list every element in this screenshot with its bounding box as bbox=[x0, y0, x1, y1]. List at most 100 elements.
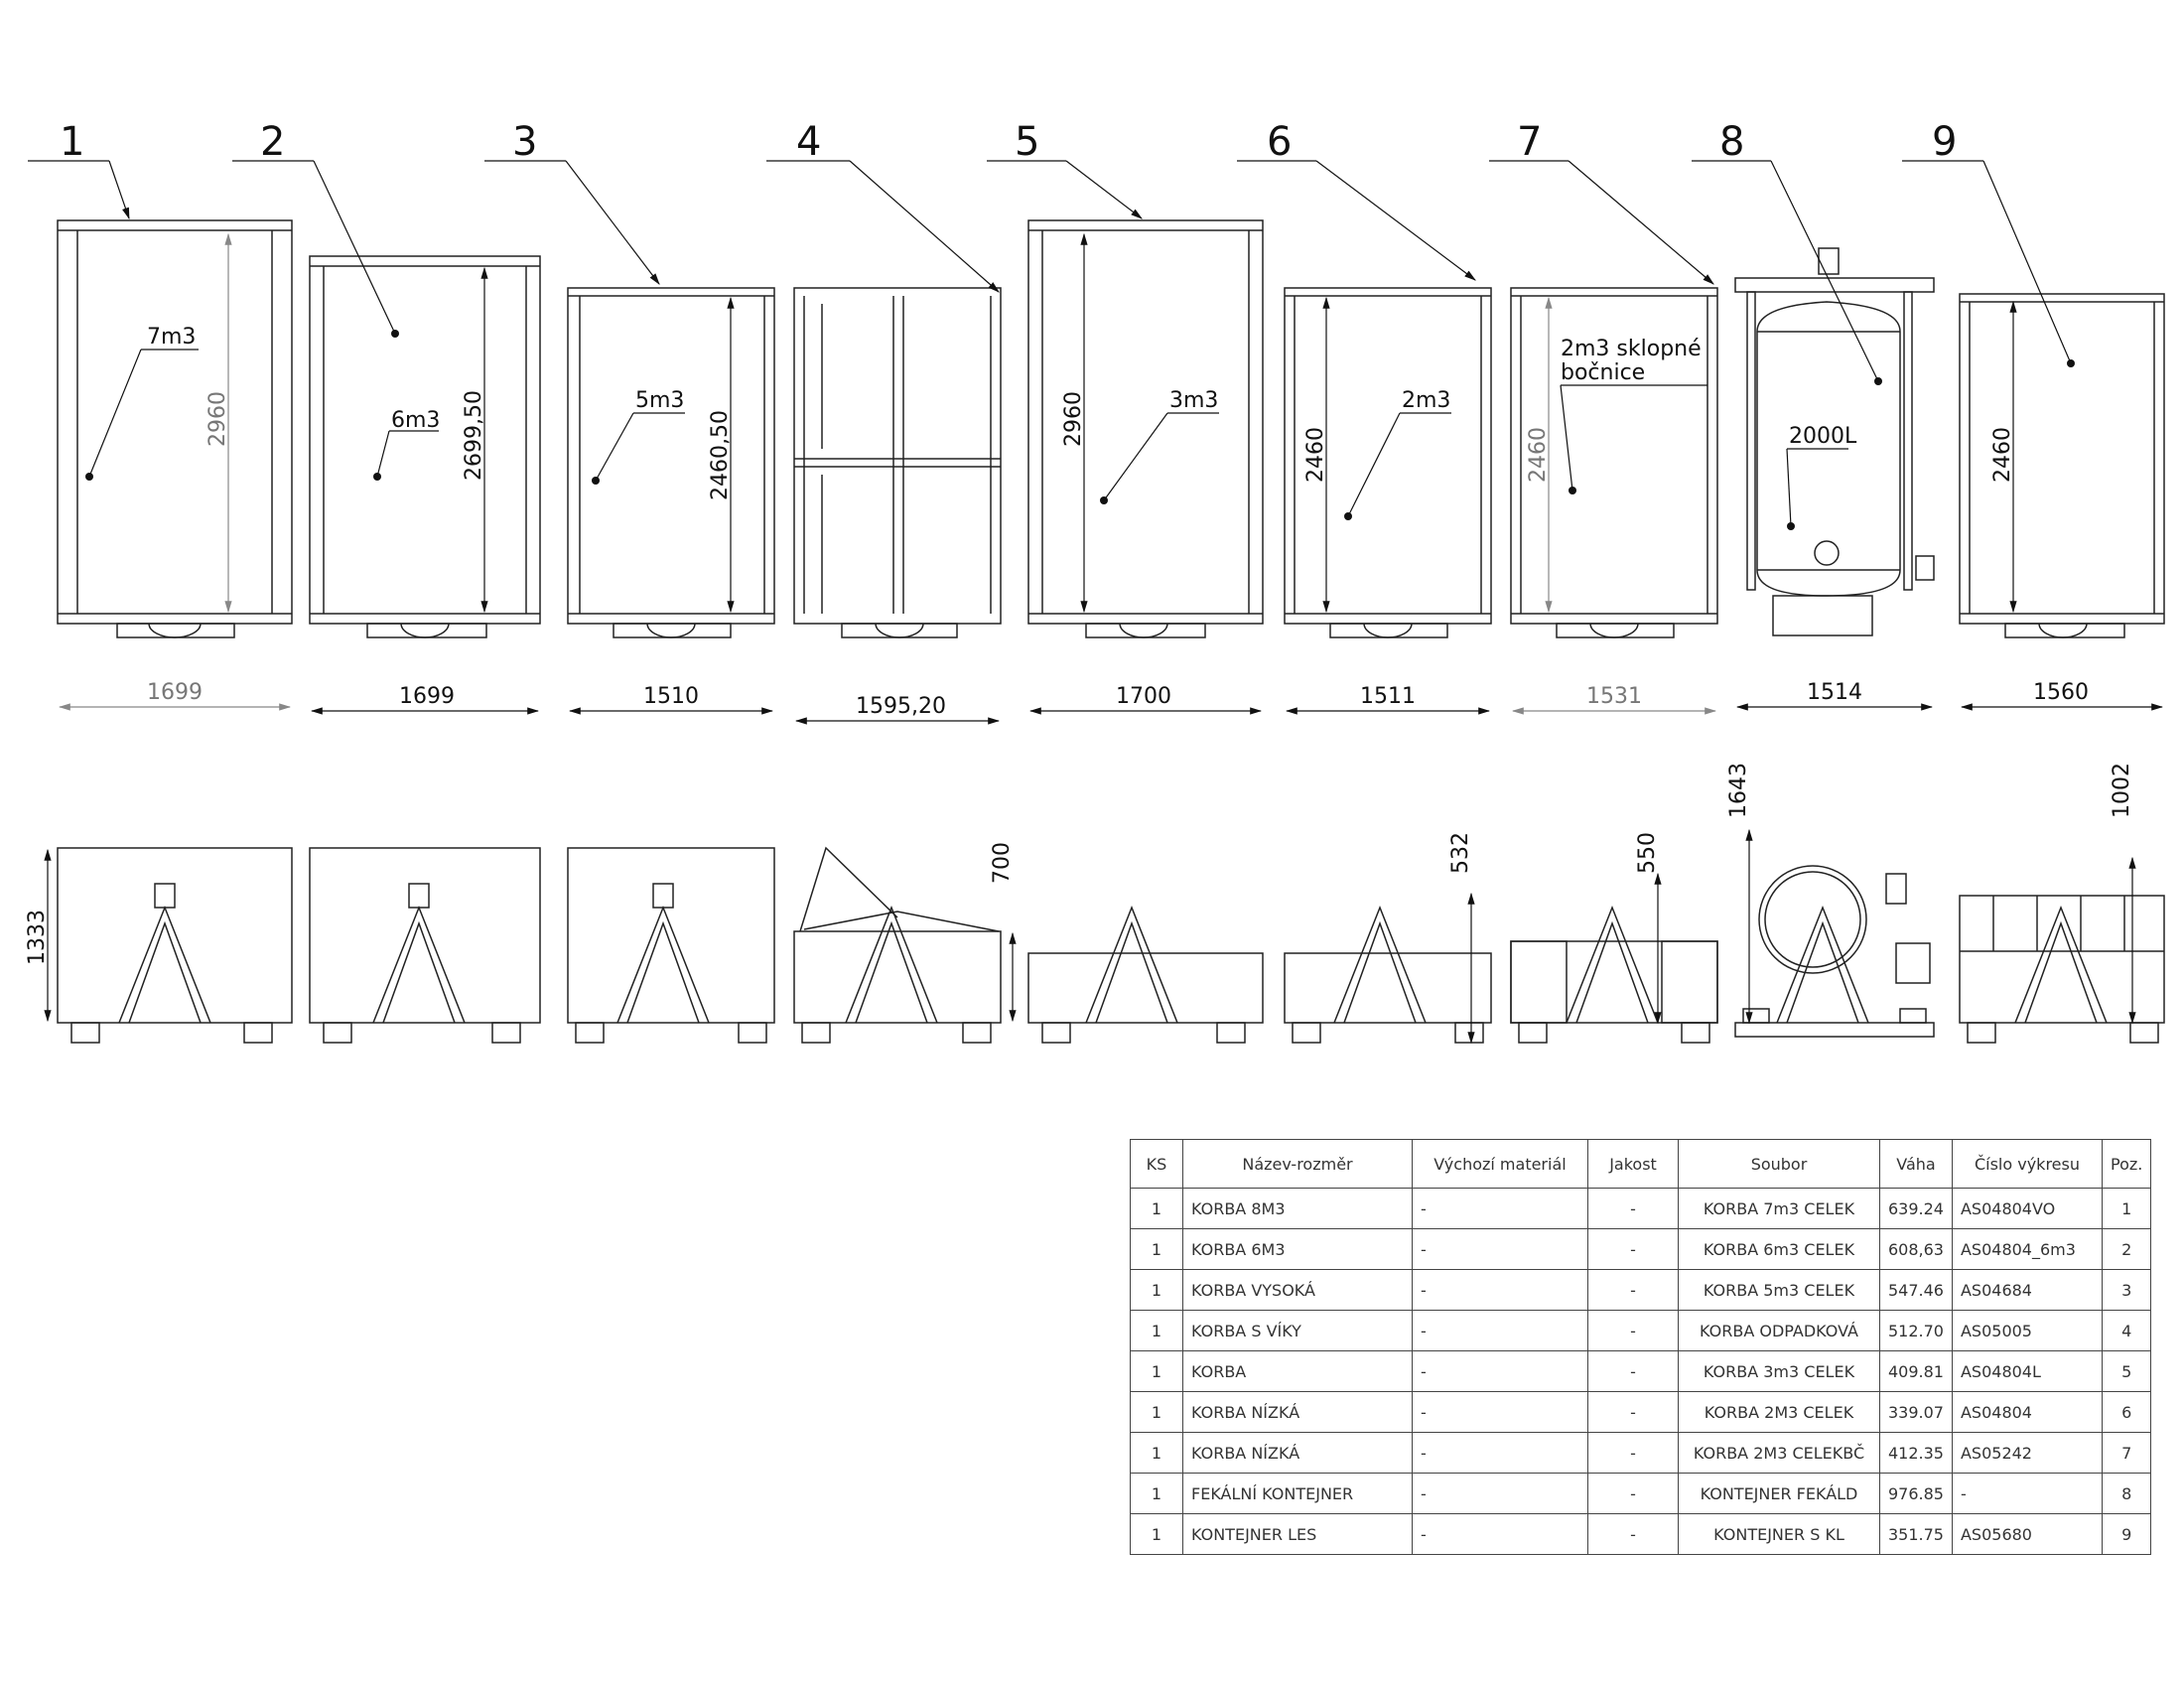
volume-label-3: 5m3 bbox=[635, 388, 684, 413]
balloon-5: 5 bbox=[1015, 119, 1039, 165]
balloon-9: 9 bbox=[1932, 119, 1957, 165]
side-views bbox=[57, 846, 2165, 1044]
table-cell: - bbox=[1587, 1188, 1679, 1229]
table-cell: 409.81 bbox=[1879, 1350, 1953, 1392]
balloon-3: 3 bbox=[512, 119, 537, 165]
table-cell: - bbox=[1587, 1513, 1679, 1555]
container-4-front bbox=[793, 287, 1002, 638]
table-cell: 1 bbox=[1130, 1473, 1183, 1514]
table-cell: 4 bbox=[2101, 1310, 2152, 1351]
table-cell: AS05005 bbox=[1951, 1310, 2103, 1351]
table-cell: - bbox=[1587, 1228, 1679, 1270]
table-cell: AS05242 bbox=[1951, 1432, 2103, 1474]
balloon-2: 2 bbox=[260, 119, 285, 165]
table-cell: AS04804_6m3 bbox=[1951, 1228, 2103, 1270]
table-cell: KORBA NÍZKÁ bbox=[1182, 1391, 1413, 1433]
container-5-front bbox=[1027, 219, 1264, 638]
table-cell: KORBA bbox=[1182, 1350, 1413, 1392]
table-cell: KORBA 3m3 CELEK bbox=[1678, 1350, 1880, 1392]
table-cell: KORBA 6M3 bbox=[1182, 1228, 1413, 1270]
container-2-side bbox=[309, 847, 541, 1044]
table-cell: - bbox=[1412, 1513, 1588, 1555]
container-1-front bbox=[57, 219, 293, 638]
table-cell: - bbox=[1412, 1432, 1588, 1474]
side-dim-1333: 1333 bbox=[25, 910, 50, 965]
bom-header-weight: Váha bbox=[1879, 1139, 1953, 1189]
table-cell: 351.75 bbox=[1879, 1513, 1953, 1555]
table-cell: - bbox=[1951, 1473, 2103, 1514]
height-dim-7: 2460 bbox=[1526, 427, 1551, 483]
bom-header-ks: KS bbox=[1130, 1139, 1183, 1189]
width-dim-4: 1595,20 bbox=[856, 694, 946, 719]
container-8-front bbox=[1734, 247, 1935, 636]
table-cell: 3 bbox=[2101, 1269, 2152, 1311]
balloon-8: 8 bbox=[1719, 119, 1744, 165]
bill-of-materials: KS Název-rozměr Výchozí materiál Jakost … bbox=[1130, 1139, 2152, 1555]
table-cell: AS05680 bbox=[1951, 1513, 2103, 1555]
table-cell: KORBA VYSOKÁ bbox=[1182, 1269, 1413, 1311]
container-5-side bbox=[1027, 905, 1264, 1044]
table-cell: - bbox=[1412, 1310, 1588, 1351]
container-6-front bbox=[1284, 287, 1492, 638]
width-dim-8: 1514 bbox=[1807, 680, 1862, 705]
volume-label-6: 2m3 bbox=[1402, 388, 1450, 413]
height-dim-1: 2960 bbox=[205, 391, 230, 447]
table-cell: KORBA 5m3 CELEK bbox=[1678, 1269, 1880, 1311]
table-cell: - bbox=[1412, 1391, 1588, 1433]
table-cell: 608,63 bbox=[1879, 1228, 1953, 1270]
table-cell: - bbox=[1587, 1432, 1679, 1474]
height-dim-6: 2460 bbox=[1303, 427, 1328, 483]
container-6-side bbox=[1284, 905, 1492, 1044]
side-dim-700: 700 bbox=[990, 842, 1015, 884]
bom-header-pos: Poz. bbox=[2101, 1139, 2152, 1189]
table-cell: 9 bbox=[2101, 1513, 2152, 1555]
volume-label-5: 3m3 bbox=[1169, 388, 1218, 413]
volume-leaders bbox=[85, 349, 1848, 530]
table-cell: 7 bbox=[2101, 1432, 2152, 1474]
volume-label-8: 2000L bbox=[1789, 424, 1857, 449]
volume-label-1: 7m3 bbox=[147, 325, 196, 350]
bom-header-name: Název-rozměr bbox=[1182, 1139, 1413, 1189]
dimension-labels: 2960 2699,50 2460,50 2960 2460 2460 2460… bbox=[25, 390, 2134, 965]
table-cell: AS04684 bbox=[1951, 1269, 2103, 1311]
table-cell: - bbox=[1587, 1310, 1679, 1351]
balloon-7: 7 bbox=[1517, 119, 1542, 165]
table-cell: - bbox=[1587, 1269, 1679, 1311]
table-cell: 1 bbox=[1130, 1269, 1183, 1311]
container-9-front bbox=[1959, 293, 2165, 638]
table-cell: - bbox=[1587, 1391, 1679, 1433]
table-cell: FEKÁLNÍ KONTEJNER bbox=[1182, 1473, 1413, 1514]
container-4-side bbox=[793, 846, 1002, 1044]
table-cell: 2 bbox=[2101, 1228, 2152, 1270]
width-dim-2: 1699 bbox=[399, 684, 455, 709]
bom-header-file: Soubor bbox=[1678, 1139, 1880, 1189]
container-3-front bbox=[567, 287, 775, 638]
table-cell: AS04804 bbox=[1951, 1391, 2103, 1433]
container-9-side bbox=[1959, 895, 2165, 1044]
width-dim-9: 1560 bbox=[2033, 680, 2089, 705]
table-cell: 339.07 bbox=[1879, 1391, 1953, 1433]
table-cell: 412.35 bbox=[1879, 1432, 1953, 1474]
table-cell: - bbox=[1412, 1473, 1588, 1514]
table-cell: 1 bbox=[1130, 1513, 1183, 1555]
table-cell: 1 bbox=[1130, 1432, 1183, 1474]
table-cell: - bbox=[1412, 1228, 1588, 1270]
volume-labels: 7m3 6m3 5m3 3m3 2m3 2m3 sklopné bočnice … bbox=[147, 325, 1857, 449]
container-2-front bbox=[309, 255, 541, 638]
table-cell: 639.24 bbox=[1879, 1188, 1953, 1229]
table-cell: - bbox=[1587, 1350, 1679, 1392]
table-cell: - bbox=[1412, 1350, 1588, 1392]
table-cell: KONTEJNER FEKÁLD bbox=[1678, 1473, 1880, 1514]
height-dim-3: 2460,50 bbox=[708, 410, 733, 500]
container-7-front bbox=[1510, 287, 1718, 638]
volume-label-2: 6m3 bbox=[391, 408, 440, 433]
table-cell: 6 bbox=[2101, 1391, 2152, 1433]
